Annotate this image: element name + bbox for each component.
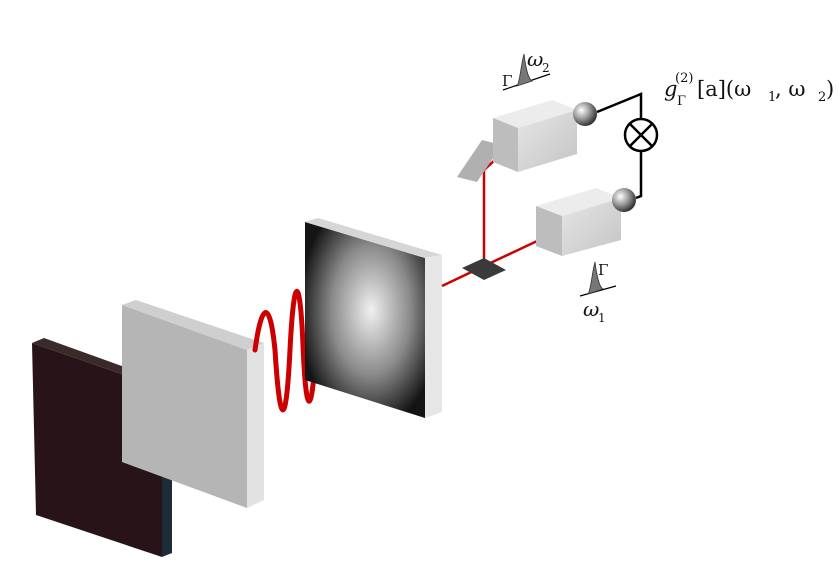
- detector-bottom: [536, 188, 636, 256]
- correlation-g: g: [664, 77, 677, 101]
- correlation-label: g Γ (2) [a](ω 1 , ω 2 ): [664, 71, 834, 109]
- correlation-comma: , ω: [775, 77, 805, 101]
- mirror: [457, 140, 502, 182]
- spectral-filter-bottom-icon: [579, 261, 617, 297]
- correlation-g-sub: Γ: [677, 94, 686, 109]
- correlation-close: ): [826, 77, 834, 101]
- filter-bottom-omega-sub: 1: [598, 311, 606, 325]
- filter-bottom-gamma: Γ: [598, 261, 608, 279]
- photodetector-bottom-icon: [612, 188, 636, 212]
- filter-top-omega: ω: [527, 47, 543, 71]
- detector-top: [493, 100, 597, 172]
- filter-bottom-label: Γ ω 1: [583, 261, 608, 325]
- filter-bottom-omega: ω: [583, 297, 599, 321]
- beam-splitter: [462, 258, 506, 280]
- correlator-multiply-icon: [623, 117, 659, 153]
- spectral-filter-top-icon: [502, 53, 551, 91]
- filter-top-omega-sub: 2: [542, 61, 550, 75]
- correlation-sub2: 2: [818, 90, 826, 105]
- correlation-g-sup: (2): [675, 71, 693, 86]
- filter-top-gamma: Γ: [502, 72, 512, 90]
- correlation-bracket: [a](ω: [697, 77, 751, 101]
- coincidence-wires: [596, 92, 643, 200]
- filter-top-label: ω 2 Γ: [502, 47, 550, 90]
- photodetector-top-icon: [573, 102, 597, 126]
- correlation-sub1: 1: [768, 90, 776, 105]
- cavity-plate: [122, 300, 264, 508]
- detection-screen: [305, 218, 442, 418]
